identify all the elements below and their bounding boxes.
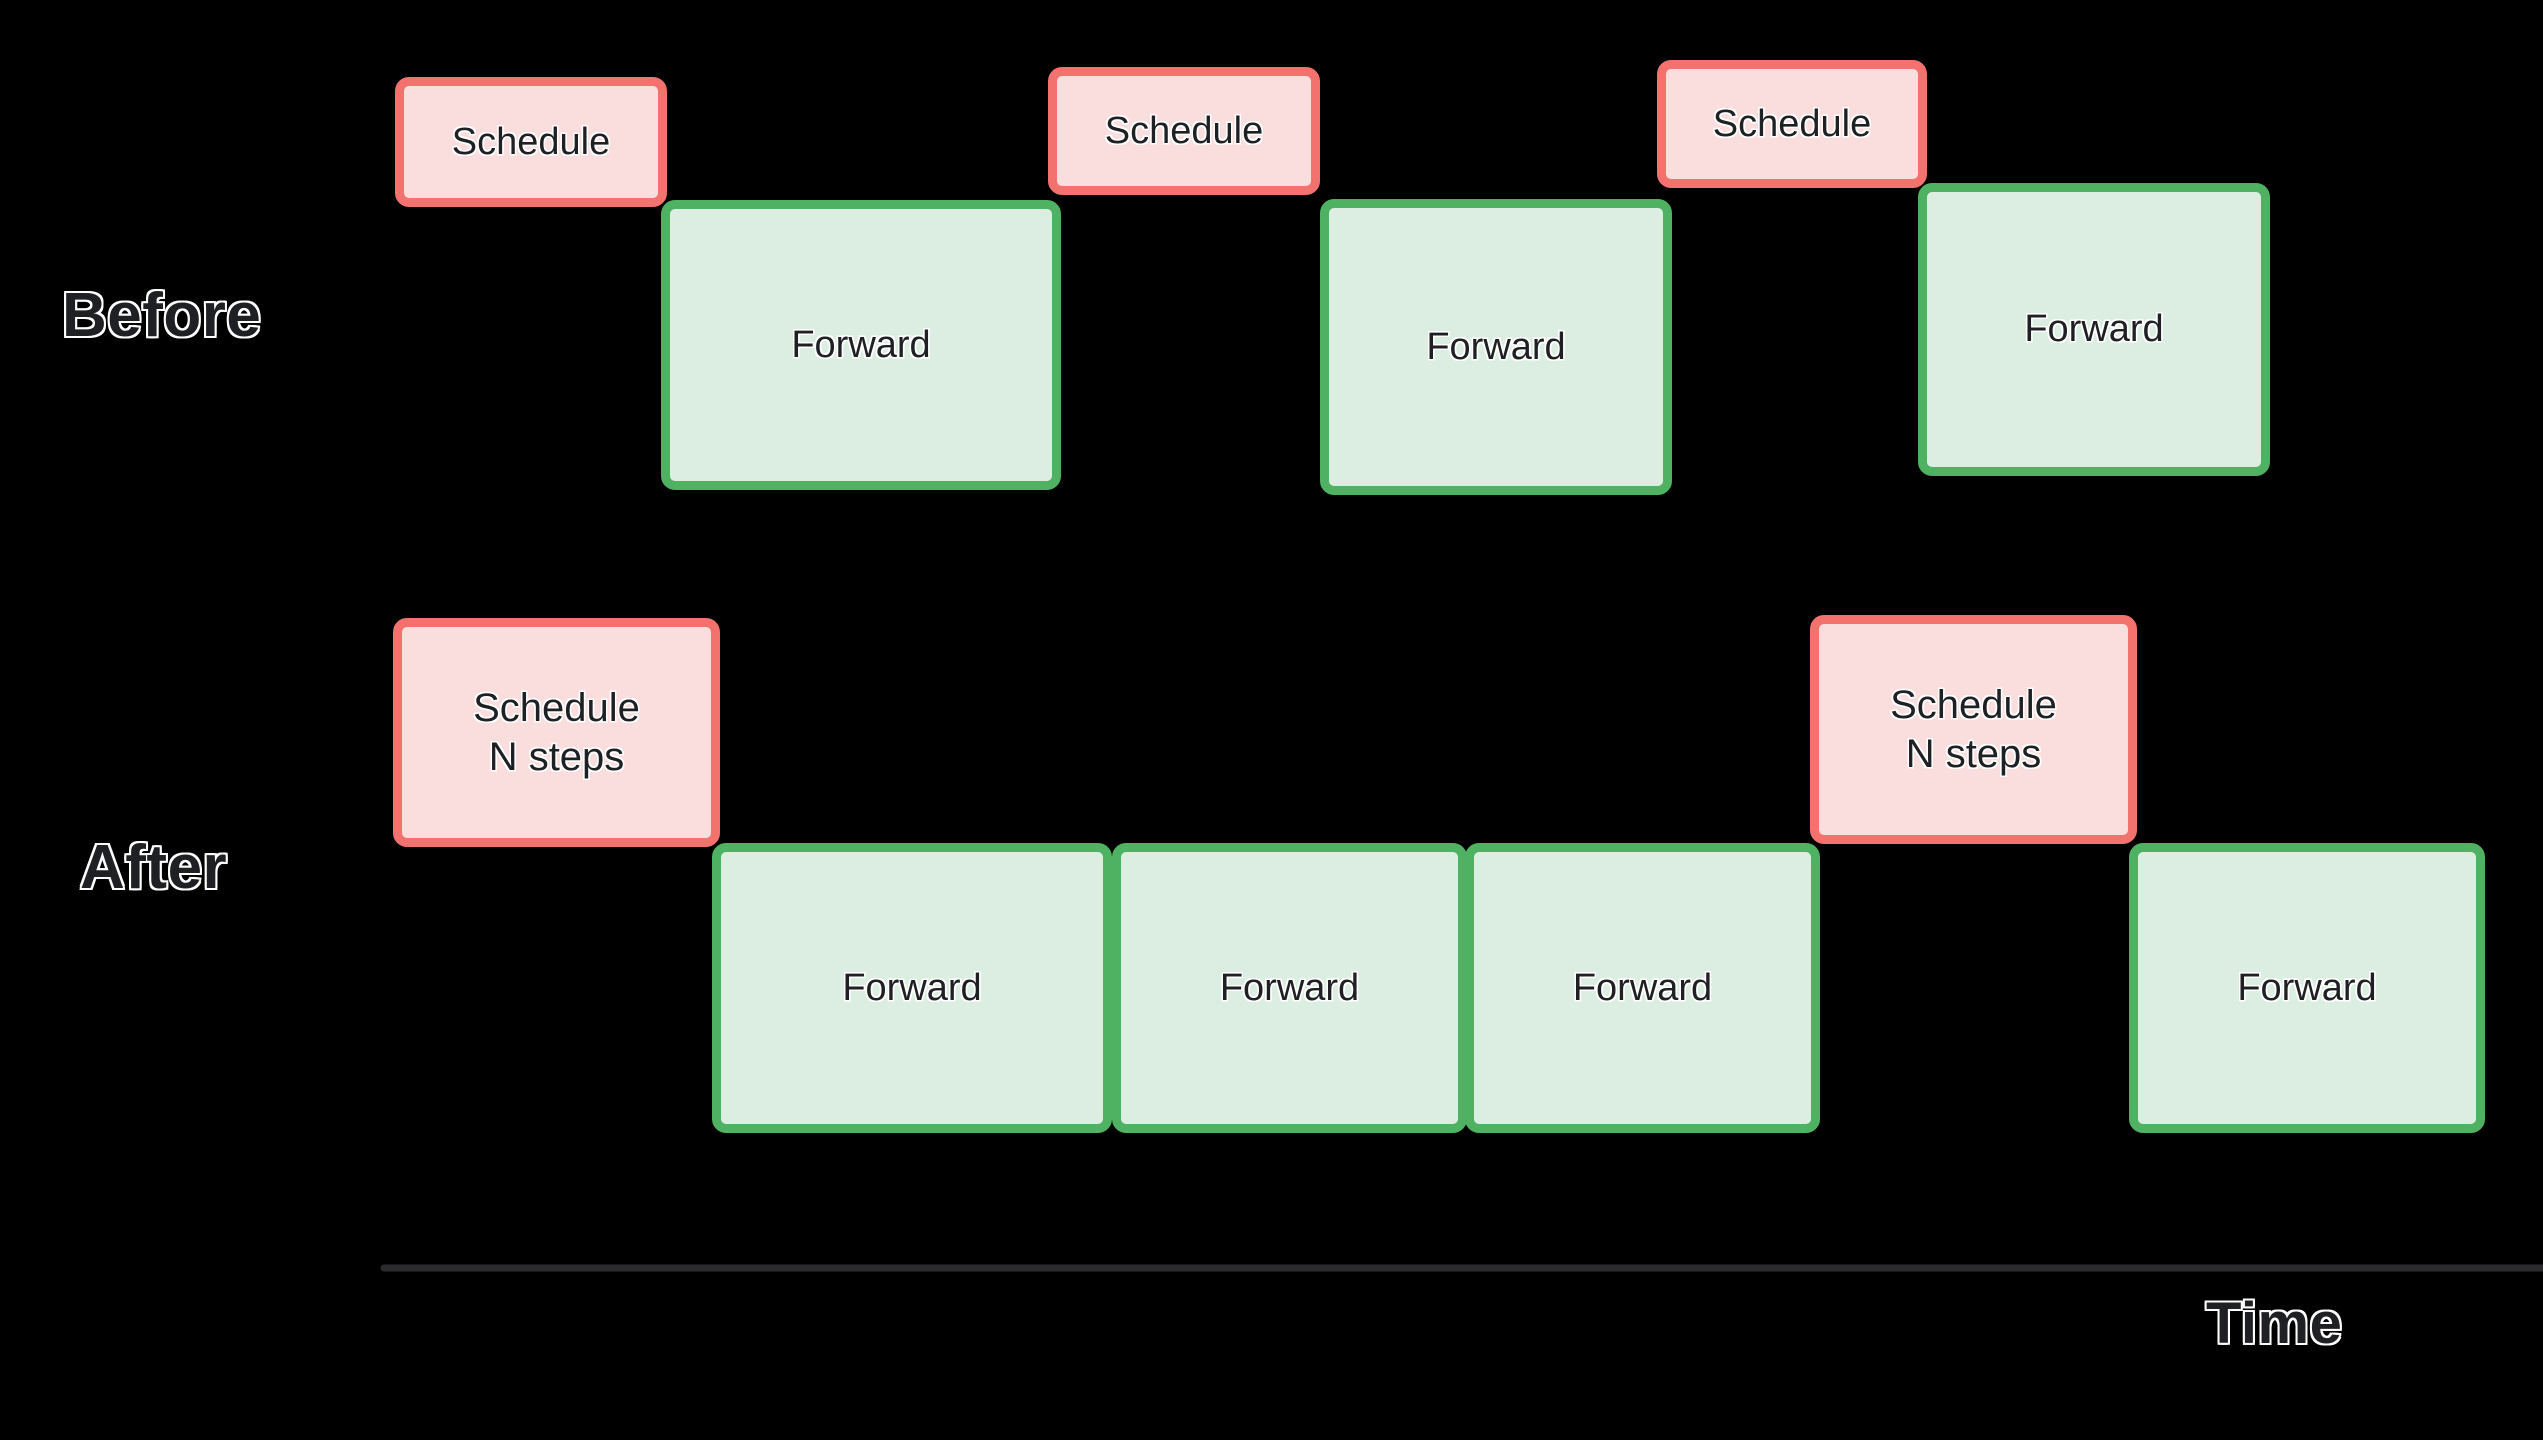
axis-label-time: Time: [2204, 1290, 2343, 1358]
block-label: Schedule: [1104, 109, 1264, 152]
block-label: Schedule: [451, 120, 611, 163]
block-after-forward: Forward: [1465, 843, 1820, 1133]
block-before-forward: Forward: [1918, 183, 2270, 476]
block-after-forward: Forward: [1112, 843, 1467, 1133]
block-label: Forward: [1219, 966, 1360, 1009]
block-label: Forward: [2237, 966, 2377, 1009]
block-after-forward: Forward: [712, 843, 1112, 1133]
block-label: Schedule N steps: [473, 685, 640, 779]
block-before-forward: Forward: [1320, 199, 1672, 495]
row-label-after: After: [78, 832, 228, 904]
time-axis-arrow: [380, 1248, 2543, 1288]
block-label: Forward: [1572, 966, 1713, 1009]
block-after-schedule: Schedule N steps: [393, 618, 720, 847]
block-label: Forward: [1426, 325, 1566, 368]
block-before-schedule: Schedule: [395, 77, 667, 207]
block-before-forward: Forward: [661, 200, 1061, 490]
block-after-forward: Forward: [2129, 843, 2485, 1133]
row-label-before: Before: [60, 280, 262, 352]
block-before-schedule: Schedule: [1048, 67, 1320, 195]
block-label: Forward: [842, 966, 982, 1009]
block-label: Schedule: [1712, 102, 1872, 145]
block-label: Forward: [791, 323, 931, 366]
block-after-schedule: Schedule N steps: [1810, 615, 2137, 844]
block-label: Forward: [2024, 308, 2164, 351]
block-label: Schedule N steps: [1890, 682, 2057, 776]
block-before-schedule: Schedule: [1657, 60, 1927, 188]
